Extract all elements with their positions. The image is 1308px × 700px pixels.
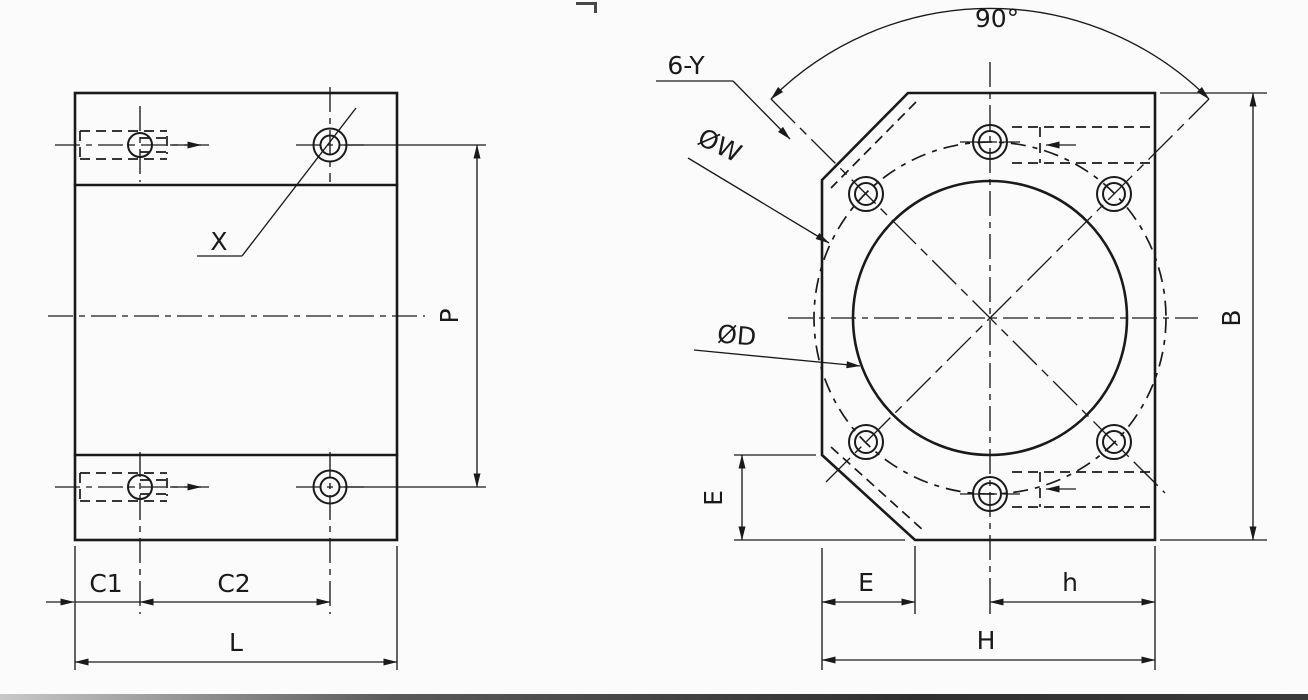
dim-e-bottom: E bbox=[821, 546, 916, 670]
dim-p: P bbox=[344, 144, 486, 488]
dim-h-large: H bbox=[821, 626, 1156, 664]
bore-dia-label: ØD bbox=[716, 319, 757, 351]
left-view-flow-arrows bbox=[170, 141, 202, 491]
callout-x-label: X bbox=[210, 227, 227, 256]
right-view-center-lines bbox=[788, 62, 1198, 576]
dim-c2-label: C2 bbox=[217, 569, 250, 598]
dim-h-small-label: h bbox=[1062, 568, 1078, 597]
dim-h-small: h bbox=[989, 546, 1156, 670]
left-view: X P C1 C2 L bbox=[46, 87, 486, 670]
callout-6y-label: 6-Y bbox=[667, 51, 705, 80]
dim-l: L bbox=[74, 628, 398, 666]
scan-edge-artifact-top bbox=[576, 2, 597, 13]
bolt-circle-dia-label: ØW bbox=[693, 123, 746, 169]
left-view-hidden-lines bbox=[79, 130, 168, 502]
left-view-holes bbox=[127, 127, 348, 505]
dim-l-label: L bbox=[229, 628, 243, 657]
dim-p-label: P bbox=[435, 308, 464, 323]
dim-angle-90: 90° bbox=[770, 4, 1210, 100]
dim-angle-label: 90° bbox=[975, 4, 1019, 33]
dim-c1-label: C1 bbox=[89, 569, 122, 598]
callout-6y: 6-Y bbox=[656, 51, 791, 140]
dim-b-label: B bbox=[1217, 309, 1246, 326]
dim-e-side: E bbox=[699, 454, 905, 541]
left-view-center-lines bbox=[48, 87, 425, 614]
slot-arrows bbox=[1045, 141, 1076, 493]
dim-b: B bbox=[1160, 92, 1267, 541]
bolt-diagonal-center-lines bbox=[770, 98, 1210, 494]
dim-h-large-label: H bbox=[977, 626, 996, 655]
callout-bore-dia: ØD bbox=[693, 319, 861, 369]
right-view-hidden-lines bbox=[830, 101, 1152, 532]
dim-e-side-label: E bbox=[699, 490, 728, 506]
right-view: 90° 6-Y ØW ØD B bbox=[656, 4, 1267, 670]
scan-edge-artifact-bottom bbox=[0, 694, 1308, 700]
callout-bolt-circle-dia: ØW bbox=[687, 123, 830, 244]
dim-c1-c2: C1 C2 bbox=[46, 546, 398, 670]
callout-x: X bbox=[197, 107, 357, 257]
dim-e-bottom-label: E bbox=[858, 568, 874, 597]
